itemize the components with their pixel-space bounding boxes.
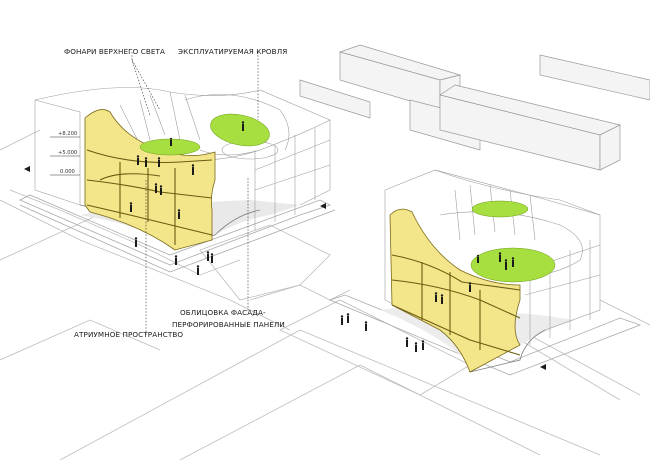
- building-left: +8.200 +5.000 0.000: [19, 87, 336, 275]
- label-roof: ЭКСПЛУАТИРУЕМАЯ КРОВЛЯ: [178, 47, 287, 56]
- people-left: [129, 121, 245, 275]
- label-facade-1: ОБЛИЦОВКА ФАСАДА-: [180, 308, 266, 317]
- building-right: [328, 169, 642, 376]
- people-right: [340, 252, 515, 352]
- site-plinth-left: [19, 194, 332, 266]
- level-markers: +8.200 +5.000 0.000: [24, 131, 326, 209]
- label-facade-2: ПЕРФОРИРОВАННЫЕ ПАНЕЛИ: [172, 320, 285, 329]
- label-atrium: АТРИУМНОЕ ПРОСТРАНСТВО: [74, 330, 183, 339]
- context-buildings: [299, 44, 650, 171]
- label-skylights: ФОНАРИ ВЕРХНЕГО СВЕТА: [64, 47, 165, 56]
- atrium-section-right: [389, 208, 521, 373]
- annotations: ФОНАРИ ВЕРХНЕГО СВЕТА ЭКСПЛУАТИРУЕМАЯ КР…: [64, 47, 287, 339]
- leader-lines: [131, 52, 259, 335]
- atrium-section-left: [84, 109, 216, 251]
- green-roof-left-1: [210, 113, 270, 147]
- site-plinth-right: [328, 294, 642, 376]
- level-mid: +5.000: [58, 150, 77, 156]
- green-roof-right-1: [471, 200, 529, 218]
- level-top: +8.200: [58, 131, 77, 137]
- level-ground: 0.000: [60, 169, 75, 175]
